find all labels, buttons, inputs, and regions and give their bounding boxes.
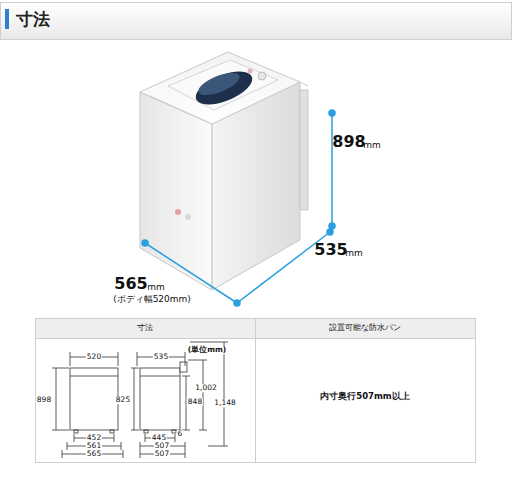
dimension-value: 445	[151, 434, 167, 442]
dimension-value: 520	[86, 353, 102, 361]
table-cell: 内寸奥行507mm以上	[320, 392, 409, 401]
dimension-value: 848	[187, 398, 203, 406]
display-highlight	[196, 68, 243, 99]
header-accent	[5, 9, 9, 29]
note: (ボディ幅520mm)	[113, 295, 191, 304]
lid	[168, 60, 278, 110]
table-header: 設置可能な防水パン	[329, 324, 401, 332]
unit: mm	[147, 283, 165, 292]
section-title: 寸法	[16, 8, 50, 31]
dimension-value: 565	[86, 450, 102, 458]
display-window	[191, 65, 256, 112]
machine-front	[140, 92, 212, 290]
header-bar	[0, 2, 512, 40]
dimension-value: 507	[154, 450, 170, 458]
dimension-value: 507	[154, 442, 170, 450]
dimension-value: 535	[153, 353, 169, 361]
dimension-value: 825	[115, 396, 131, 404]
unit: mm	[363, 141, 381, 150]
dimension-value: 561	[86, 442, 102, 450]
unit-note: (単位mm)	[187, 346, 228, 354]
dimension-value: 898	[332, 134, 365, 150]
dimension-lines	[142, 110, 335, 306]
dimension-value: 1,148	[213, 399, 236, 407]
machine-top	[140, 52, 300, 124]
dimension-value: 898	[36, 396, 52, 404]
spec-table	[35, 318, 476, 463]
table-header: 寸法	[137, 324, 153, 332]
dimension-value: 6	[177, 430, 184, 438]
dimension-value: 452	[86, 434, 102, 442]
technical-drawing	[52, 342, 228, 458]
dimension-value: 1,002	[194, 384, 217, 392]
dimension-value: 535	[314, 242, 347, 258]
hose	[300, 90, 308, 210]
dimension-value: 565	[114, 276, 147, 292]
unit: mm	[345, 249, 363, 258]
